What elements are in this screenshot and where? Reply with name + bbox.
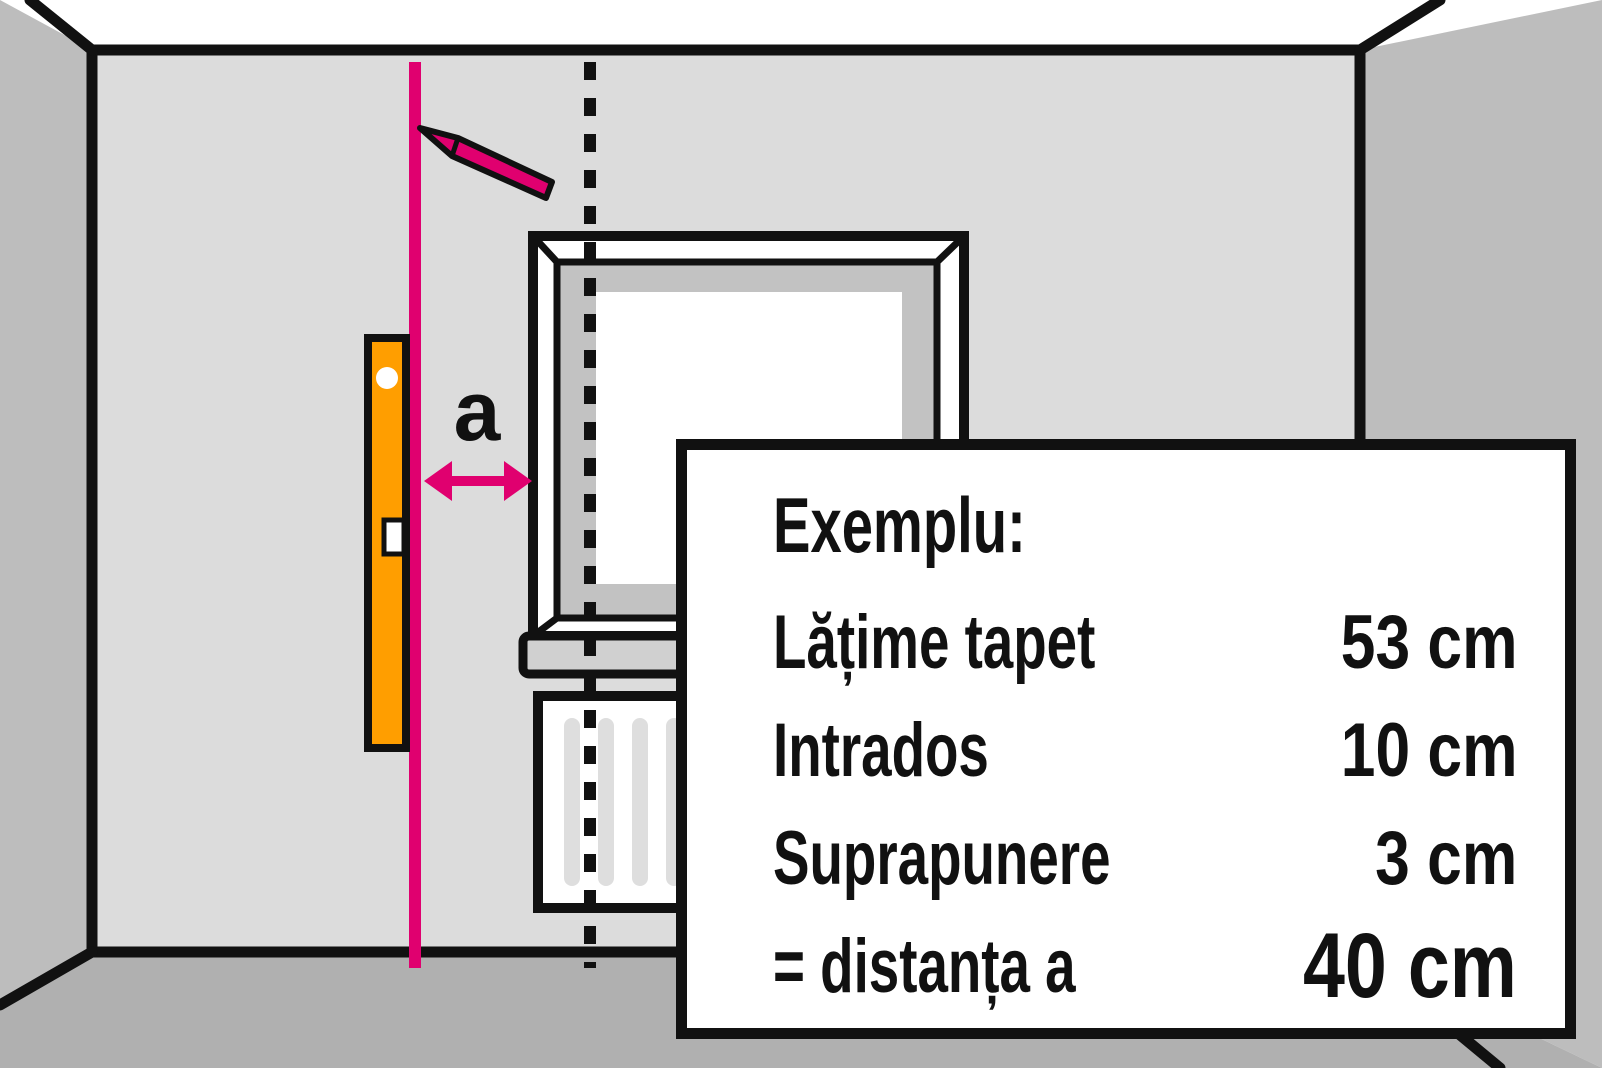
info-value: 53 cm bbox=[1340, 599, 1517, 685]
info-row-wallpaper-width: Lățime tapet 53 cm bbox=[773, 588, 1517, 696]
left-wall bbox=[0, 0, 92, 1005]
spirit-level-icon bbox=[364, 334, 410, 752]
info-label: Lățime tapet bbox=[773, 599, 1096, 685]
double-arrow-icon bbox=[424, 461, 532, 501]
info-title: Exemplu: bbox=[773, 481, 1026, 569]
info-label: = distanța a bbox=[773, 923, 1076, 1009]
info-label: Intrados bbox=[773, 707, 989, 793]
info-label: Suprapunere bbox=[773, 815, 1111, 901]
pencil-icon bbox=[417, 125, 555, 201]
example-info-box: Exemplu: Lățime tapet 53 cm Intrados 10 … bbox=[676, 439, 1576, 1039]
info-value: 3 cm bbox=[1374, 815, 1517, 901]
info-row-distance-a: = distanța a 40 cm bbox=[773, 912, 1517, 1020]
info-row-overlap: Suprapunere 3 cm bbox=[773, 804, 1517, 912]
distance-a-label: a bbox=[454, 364, 502, 458]
info-row-intrados: Intrados 10 cm bbox=[773, 696, 1517, 804]
info-value: 10 cm bbox=[1340, 707, 1517, 793]
info-value-result: 40 cm bbox=[1303, 914, 1517, 1017]
